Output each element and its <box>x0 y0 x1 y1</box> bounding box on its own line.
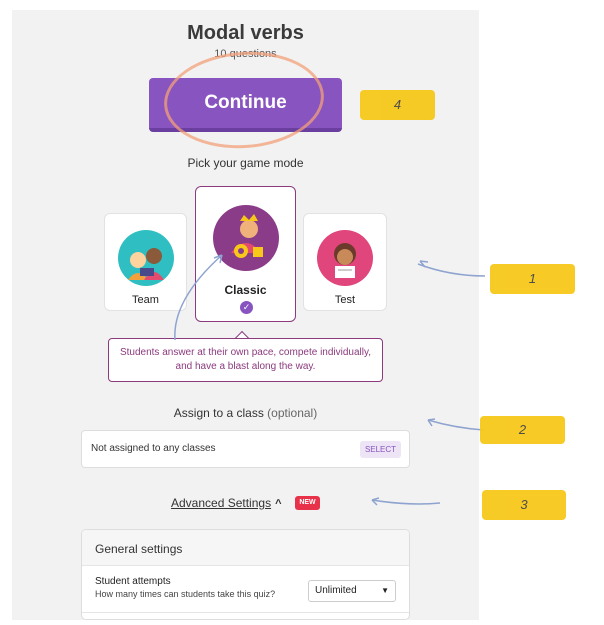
mode-label-team: Team <box>132 294 159 306</box>
caret-down-icon: ▼ <box>381 586 389 595</box>
assign-class-field[interactable]: Not assigned to any classes SELECT <box>81 430 410 468</box>
mode-description: Students answer at their own pace, compe… <box>108 338 383 382</box>
advanced-settings-link[interactable]: Advanced Settings <box>171 496 272 510</box>
mode-card-team[interactable]: Team <box>104 213 187 311</box>
game-mode-label: Pick your game mode <box>187 156 304 170</box>
question-count: 10 questions <box>214 48 277 60</box>
test-illustration-icon <box>317 230 373 286</box>
settings-divider <box>82 612 409 613</box>
annotation-note-4: 4 <box>360 90 435 120</box>
advanced-settings-toggle[interactable]: Advanced Settings^ <box>171 496 282 510</box>
student-attempts-row: Student attempts How many times can stud… <box>95 576 275 599</box>
selected-check-icon: ✓ <box>240 301 253 314</box>
general-settings-card: General settings Student attempts How ma… <box>81 529 410 620</box>
classic-illustration-icon <box>212 205 279 271</box>
quiz-title: Modal verbs <box>187 22 304 44</box>
student-attempts-value: Unlimited <box>315 585 357 596</box>
mode-card-classic[interactable]: Classic ✓ <box>195 186 296 322</box>
student-attempts-help: How many times can students take this qu… <box>95 589 276 599</box>
team-illustration-icon <box>117 230 174 286</box>
highlight-circle-annotation <box>160 46 328 154</box>
general-settings-title: General settings <box>82 530 409 566</box>
student-attempts-select[interactable]: Unlimited ▼ <box>308 580 396 602</box>
select-class-button[interactable]: SELECT <box>360 441 401 458</box>
assign-class-label: Assign to a class (optional) <box>12 406 479 420</box>
assign-class-label-text: Assign to a class <box>173 406 264 420</box>
mode-label-classic: Classic <box>224 283 267 297</box>
new-badge: NEW <box>295 496 320 510</box>
student-attempts-label: Student attempts <box>95 576 171 587</box>
annotation-note-2: 2 <box>480 416 565 444</box>
annotation-note-3: 3 <box>482 490 566 520</box>
continue-button[interactable]: Continue <box>149 78 342 132</box>
annotation-note-1: 1 <box>490 264 575 294</box>
mode-label-test: Test <box>334 294 356 306</box>
mode-card-test[interactable]: Test <box>303 213 387 311</box>
chevron-up-icon: ^ <box>275 498 282 510</box>
assign-optional-text: (optional) <box>267 406 318 420</box>
assign-class-value: Not assigned to any classes <box>91 443 216 454</box>
